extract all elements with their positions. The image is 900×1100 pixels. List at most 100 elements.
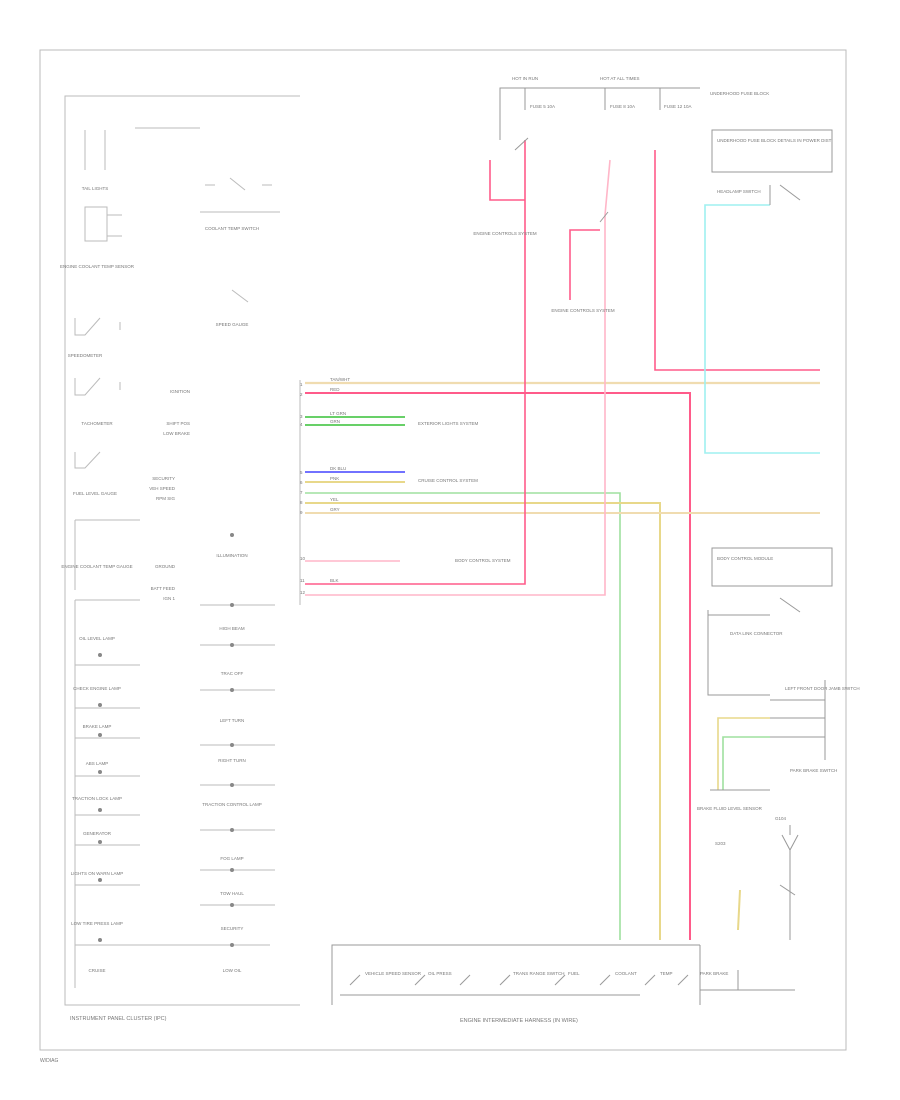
label-left-turn: LEFT TURN	[220, 718, 245, 723]
page-border	[39, 49, 847, 1051]
label-right-turn: RIGHT TURN	[218, 758, 246, 763]
label-fuel-gauge: FUEL LEVEL GAUGE	[73, 491, 117, 496]
svg-text:BATT FEED: BATT FEED	[151, 586, 176, 591]
engine-harness-labels: VEHICLE SPEED SENSOR OIL PRESS TRANS RAN…	[365, 971, 728, 976]
svg-text:9: 9	[300, 510, 303, 515]
wire-pink-2	[305, 140, 526, 585]
label-high-beam: HIGH BEAM	[219, 626, 245, 631]
svg-text:VEH SPEED: VEH SPEED	[149, 486, 176, 491]
lamp-markers	[98, 533, 234, 947]
wire-right-yellow	[717, 717, 770, 790]
label-brake-fluid-sensor: BRAKE FLUID LEVEL SENSOR	[697, 806, 763, 811]
wires	[305, 140, 820, 940]
wire-red	[305, 392, 691, 940]
ipc-right-labels: COOLANT TEMP SWITCH SPEED GAUGE ILLUMINA…	[202, 226, 262, 973]
svg-text:12: 12	[300, 590, 306, 595]
label-door-switch: LEFT FRONT DOOR JAMB SWITCH	[785, 686, 860, 691]
svg-text:8: 8	[300, 500, 303, 505]
label-low-tire: LOW TIRE PRESS LAMP	[71, 921, 123, 926]
label-brake-lamp: BRAKE LAMP	[83, 724, 112, 729]
ipc-title: INSTRUMENT PANEL CLUSTER (IPC)	[70, 1016, 167, 1022]
label-park-brake-switch: PARK BRAKE SWITCH	[790, 768, 837, 773]
label-oil-lamp: OIL LEVEL LAMP	[79, 636, 115, 641]
label-hot-all: HOT AT ALL TIMES	[600, 76, 640, 81]
wire-pink-3	[305, 159, 611, 596]
label-engine-ctrl-1: ENGINE CONTROLS SYSTEM	[473, 231, 537, 236]
ipc-left-labels: TAIL LIGHTS ENGINE COOLANT TEMP SENSOR S…	[60, 186, 135, 973]
svg-text:PNK: PNK	[330, 476, 339, 481]
svg-text:3: 3	[300, 414, 303, 419]
svg-text:TEMP: TEMP	[660, 971, 673, 976]
pin-labels: IGNITION SHIFT POS LOW BRAKE SECURITY VE…	[149, 389, 190, 601]
label-tachometer: TACHOMETER	[81, 421, 113, 426]
svg-text:GROUND: GROUND	[155, 564, 176, 569]
svg-text:LT GRN: LT GRN	[330, 411, 346, 416]
svg-text:GRN: GRN	[330, 419, 340, 424]
label-trac-off: TRAC OFF	[221, 671, 244, 676]
wire-red-top	[654, 150, 820, 371]
svg-text:GRY: GRY	[330, 507, 340, 512]
wire-right-green	[722, 736, 770, 790]
label-coolant-switch: COOLANT TEMP SWITCH	[205, 226, 259, 231]
label-security: SECURITY	[221, 926, 244, 931]
svg-text:LOW BRAKE: LOW BRAKE	[163, 431, 190, 436]
instrument-panel-cluster	[64, 95, 301, 1006]
label-dlc: DATA LINK CONNECTOR	[730, 631, 783, 636]
label-illumination: ILLUMINATION	[216, 553, 247, 558]
label-lighting: EXTERIOR LIGHTS SYSTEM	[418, 421, 479, 426]
label-generator: GENERATOR	[83, 831, 112, 836]
label-body-system: BODY CONTROL SYSTEM	[455, 558, 511, 563]
label-lights-on: LIGHTS ON WARN LAMP	[71, 871, 124, 876]
label-ect-sensor: ENGINE COOLANT TEMP SENSOR	[60, 264, 135, 269]
wire-tan-2	[305, 502, 661, 940]
svg-text:VEHICLE SPEED SENSOR: VEHICLE SPEED SENSOR	[365, 971, 422, 976]
label-speedometer: SPEEDOMETER	[68, 353, 103, 358]
label-speed-gauge: SPEED GAUGE	[216, 322, 249, 327]
engine-harness-title: ENGINE INTERMEDIATE HARNESS (IN WIRE)	[460, 1018, 578, 1024]
svg-text:IGN 1: IGN 1	[163, 596, 175, 601]
wire-lt-blue	[704, 204, 820, 454]
label-ref-box: UNDERHOOD FUSE BLOCK DETAILS IN POWER DI…	[717, 138, 832, 143]
svg-text:2: 2	[300, 392, 303, 397]
svg-text:5: 5	[300, 470, 303, 475]
svg-text:YEL: YEL	[330, 497, 339, 502]
svg-text:BLK: BLK	[330, 578, 339, 583]
label-fuse-3: FUSE 12 10A	[664, 104, 692, 109]
svg-text:PARK BRAKE: PARK BRAKE	[700, 971, 728, 976]
label-fuse-2: FUSE 8 10A	[610, 104, 635, 109]
svg-text:10: 10	[300, 556, 306, 561]
wire-lt-green	[305, 492, 621, 940]
svg-text:DK BLU: DK BLU	[330, 466, 346, 471]
label-cruise: CRUISE	[88, 968, 105, 973]
label-fuse-1: FUSE 5 10A	[530, 104, 555, 109]
label-abs-lamp: ABS LAMP	[86, 761, 109, 766]
label-traction-control: TRACTION CONTROL LAMP	[202, 802, 262, 807]
svg-text:4: 4	[300, 422, 303, 427]
svg-text:TAN/WHT: TAN/WHT	[330, 377, 350, 382]
label-traction-lamp: TRACTION LOCK LAMP	[72, 796, 122, 801]
label-headlamp-switch: HEADLAMP SWITCH	[717, 189, 761, 194]
svg-text:RPM SIG: RPM SIG	[156, 496, 176, 501]
label-fog-lamp: FOG LAMP	[220, 856, 243, 861]
label-fuse-block: UNDERHOOD FUSE BLOCK	[710, 91, 769, 96]
svg-text:RED: RED	[330, 387, 340, 392]
right-side-modules	[707, 547, 833, 940]
label-engine-ctrl-2: ENGINE CONTROLS SYSTEM	[551, 308, 615, 313]
svg-text:11: 11	[300, 578, 305, 583]
svg-text:FUEL: FUEL	[568, 971, 580, 976]
svg-text:SECURITY: SECURITY	[152, 476, 175, 481]
wire-pink-top-1	[489, 160, 525, 201]
label-cruise-system: CRUISE CONTROL SYSTEM	[418, 478, 478, 483]
label-s203: S203	[715, 841, 726, 846]
label-check-engine: CHECK ENGINE LAMP	[73, 686, 121, 691]
power-labels: HOT IN RUN HOT AT ALL TIMES UNDERHOOD FU…	[512, 76, 832, 143]
label-hot-run: HOT IN RUN	[512, 76, 538, 81]
svg-text:6: 6	[300, 480, 303, 485]
page-footer: W/DIAG	[40, 1058, 58, 1064]
system-labels: ENGINE CONTROLS SYSTEM ENGINE CONTROLS S…	[418, 231, 615, 563]
label-ect-gauge: ENGINE COOLANT TEMP GAUGE	[61, 564, 132, 569]
wire-pink-top-2	[569, 229, 600, 300]
label-tow-haul: TOW HAUL	[220, 891, 244, 896]
circuit-tags: TAN/WHT RED LT GRN GRN DK BLU PNK YEL GR…	[330, 377, 350, 583]
svg-text:SHIFT POS: SHIFT POS	[166, 421, 190, 426]
